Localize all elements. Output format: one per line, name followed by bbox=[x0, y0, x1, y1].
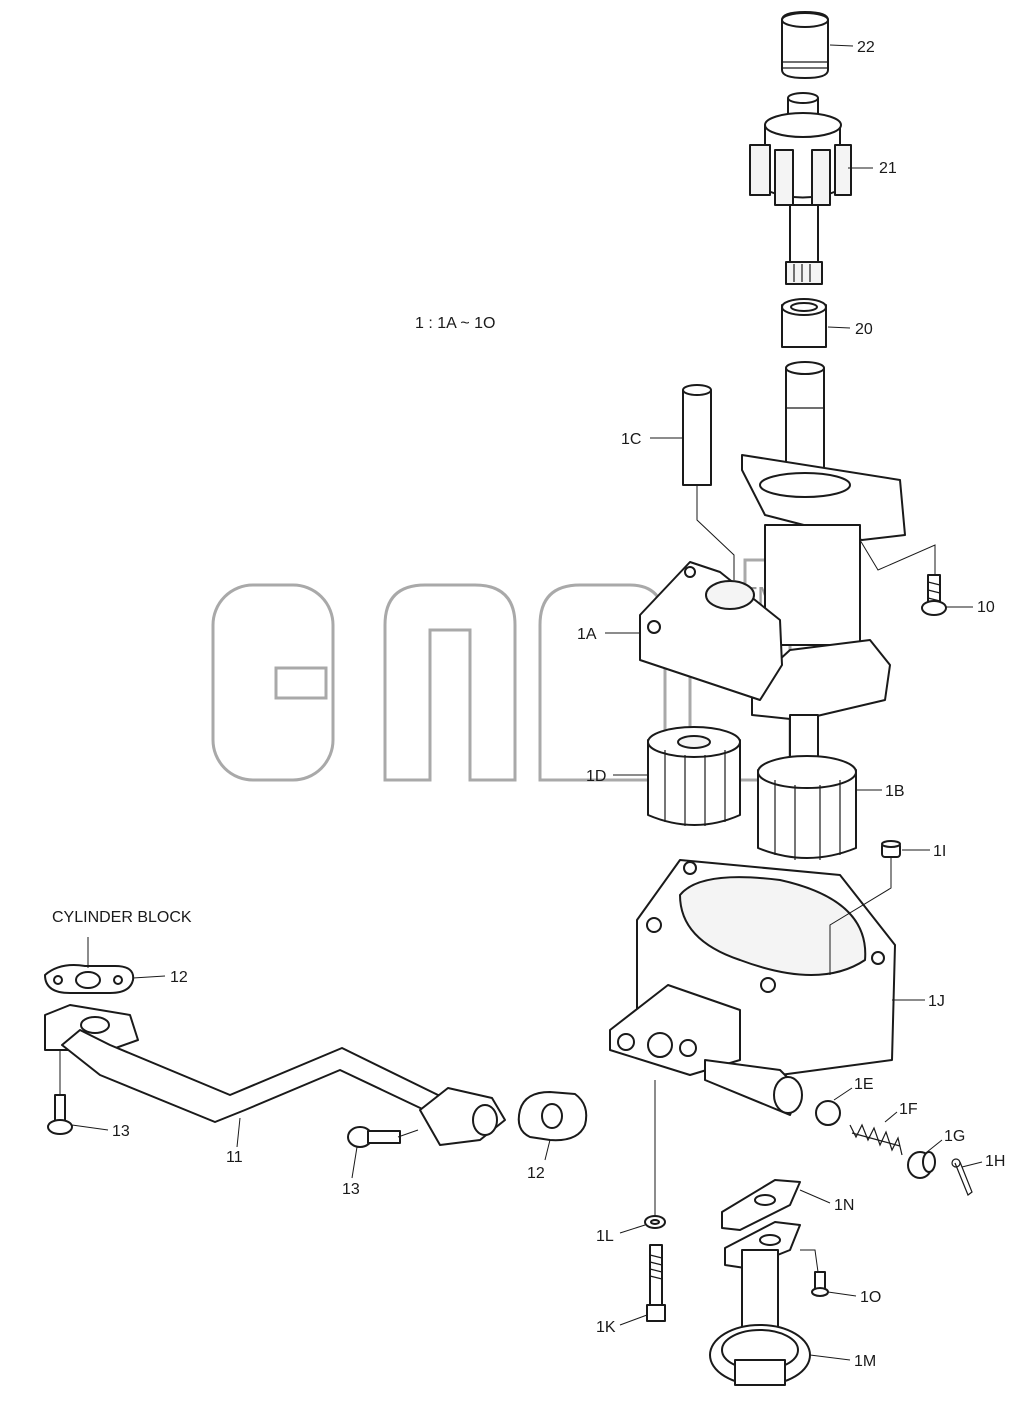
part-1O-screw bbox=[811, 1271, 829, 1297]
callout-21: 21 bbox=[879, 160, 897, 177]
part-1F-spring bbox=[849, 1123, 903, 1156]
callout-1H: 1H bbox=[985, 1153, 1005, 1170]
part-12-gasket-lower bbox=[517, 1091, 588, 1142]
part-22-cap bbox=[781, 11, 829, 79]
leader-lines bbox=[59, 44, 983, 1361]
part-1C-pin bbox=[682, 384, 712, 486]
callout-10: 10 bbox=[977, 599, 995, 616]
part-1D-driven-gear bbox=[647, 726, 741, 826]
callout-1M: 1M bbox=[854, 1353, 876, 1370]
part-1G-plug bbox=[907, 1151, 936, 1179]
callout-1N: 1N bbox=[834, 1197, 854, 1214]
labels: 1 : 1A ~ 1O CYLINDER BLOCK 22 21 20 1C 1… bbox=[52, 39, 1005, 1370]
callout-13-lower: 13 bbox=[342, 1181, 360, 1198]
part-1N-gasket bbox=[721, 1179, 801, 1231]
part-11-oil-pipe bbox=[44, 1004, 506, 1146]
callout-22: 22 bbox=[857, 39, 875, 56]
part-1I-dowel bbox=[881, 840, 901, 858]
part-13-bolt-upper bbox=[47, 1094, 73, 1135]
callout-1I: 1I bbox=[933, 843, 946, 860]
callout-1C: 1C bbox=[621, 431, 641, 448]
callout-12-lower: 12 bbox=[527, 1165, 545, 1182]
callout-1J: 1J bbox=[928, 993, 945, 1010]
part-1M-strainer bbox=[709, 1221, 811, 1386]
assembly-note: 1 : 1A ~ 1O bbox=[415, 315, 496, 332]
callout-1O: 1O bbox=[860, 1289, 881, 1306]
callout-11: 11 bbox=[226, 1149, 243, 1166]
part-13-bolt-lower bbox=[347, 1126, 401, 1148]
callout-1B: 1B bbox=[885, 783, 905, 800]
part-1H-cotter-pin bbox=[951, 1158, 973, 1196]
part-1K-bolt bbox=[646, 1244, 666, 1322]
callout-1F: 1F bbox=[899, 1101, 918, 1118]
part-20-coupling bbox=[781, 298, 827, 348]
callout-1G: 1G bbox=[944, 1128, 965, 1145]
cylinder-block-label: CYLINDER BLOCK bbox=[52, 909, 192, 926]
callout-1E: 1E bbox=[854, 1076, 874, 1093]
callout-1L: 1L bbox=[596, 1228, 614, 1245]
part-1J-housing bbox=[609, 859, 896, 1116]
part-1E-ball bbox=[815, 1100, 841, 1126]
callout-1K: 1K bbox=[596, 1319, 616, 1336]
callout-1A: 1A bbox=[577, 626, 597, 643]
part-1A-cover bbox=[639, 561, 783, 701]
part-1B-drive-gear bbox=[757, 755, 857, 860]
pump-body-upper bbox=[741, 361, 906, 776]
part-12-gasket-upper bbox=[44, 964, 135, 994]
callout-13-upper: 13 bbox=[112, 1123, 130, 1140]
part-10-bolt bbox=[921, 574, 947, 616]
callout-12-upper: 12 bbox=[170, 969, 188, 986]
part-1L-washer bbox=[644, 1215, 666, 1229]
callout-1D: 1D bbox=[586, 768, 606, 785]
part-21-drive-gear bbox=[749, 92, 852, 285]
callout-20: 20 bbox=[855, 321, 873, 338]
